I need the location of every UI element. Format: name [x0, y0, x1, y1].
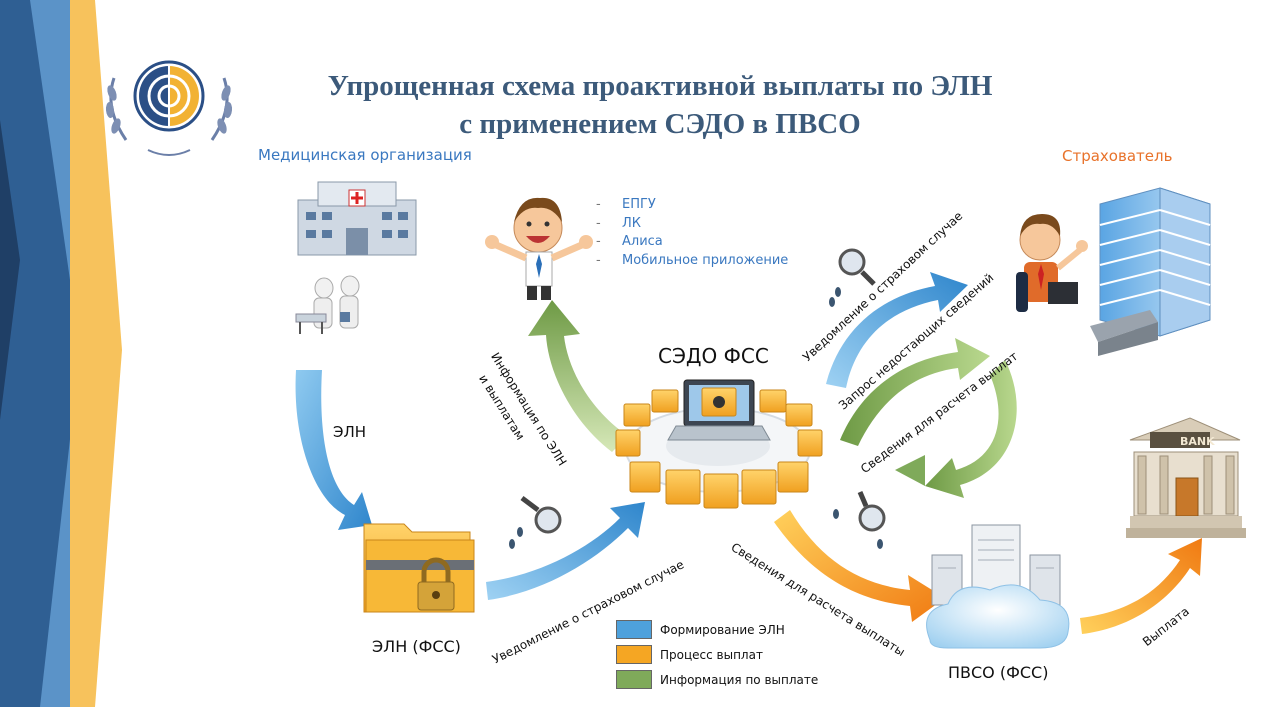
- channel-item: -Мобильное приложение: [596, 252, 789, 268]
- pvso-server-cloud-icon: [926, 524, 1070, 649]
- legend-item-eln: Формирование ЭЛН: [616, 617, 818, 642]
- legend-label: Информация по выплате: [660, 672, 819, 687]
- citizen-icon: [485, 197, 593, 300]
- bank-sign-label: BANK: [1180, 435, 1215, 448]
- legend-item-payments: Процесс выплат: [616, 642, 818, 667]
- hospital-icon: [297, 181, 417, 256]
- header-medical-organization: Медицинская организация: [258, 146, 472, 164]
- footprint-magnifier-icon-pvso: [833, 491, 886, 549]
- arrow-request: [840, 338, 990, 446]
- header-insurer: Страхователь: [1062, 147, 1173, 165]
- channel-item: -Алиса: [596, 234, 663, 249]
- legend-swatch: [616, 620, 652, 639]
- legend-swatch: [616, 670, 652, 689]
- eln-fss-label: ЭЛН (ФСС): [372, 637, 461, 656]
- eln-flow-label: ЭЛН: [333, 423, 367, 441]
- legend-item-info: Информация по выплате: [616, 667, 818, 692]
- insurer-person-icon: [1016, 214, 1088, 312]
- office-building-icon: [1090, 187, 1211, 356]
- arrow-payment: [1080, 538, 1202, 634]
- footprint-magnifier-icon-left: [509, 496, 562, 549]
- legend-label: Формирование ЭЛН: [660, 622, 785, 637]
- arrow-notify-right: [826, 272, 968, 388]
- title-line-1: Упрощенная схема проактивной выплаты по …: [327, 70, 993, 102]
- arrow-notify-left: [486, 502, 645, 600]
- doctors-icon: [295, 275, 360, 334]
- bank-icon: [1126, 417, 1246, 538]
- eln-folder-lock-icon: [363, 523, 475, 613]
- title-line-2: с применением СЭДО в ПВСО: [459, 108, 861, 140]
- arrow-info-citizen: [528, 300, 628, 452]
- arrow-calc-data-insurer: [895, 360, 1017, 498]
- citizen-channels-list: -ЕПГУ -ЛК -Алиса -Мобильное приложение: [596, 196, 788, 270]
- sedo-label: СЭДО ФСС: [658, 344, 769, 368]
- sedo-hub-icon: [615, 379, 823, 509]
- fss-logo: [105, 60, 233, 156]
- channel-item: -ЕПГУ: [596, 197, 656, 212]
- legend-swatch: [616, 645, 652, 664]
- legend: Формирование ЭЛН Процесс выплат Информац…: [616, 617, 818, 692]
- pvso-label: ПВСО (ФСС): [948, 663, 1049, 682]
- arrow-calc-data-pvso: [774, 510, 945, 622]
- arrow-eln: [295, 370, 372, 530]
- legend-label: Процесс выплат: [660, 647, 763, 662]
- side-decoration: [0, 0, 122, 707]
- footprint-magnifier-icon: [829, 248, 876, 307]
- channel-item: -ЛК: [596, 215, 642, 231]
